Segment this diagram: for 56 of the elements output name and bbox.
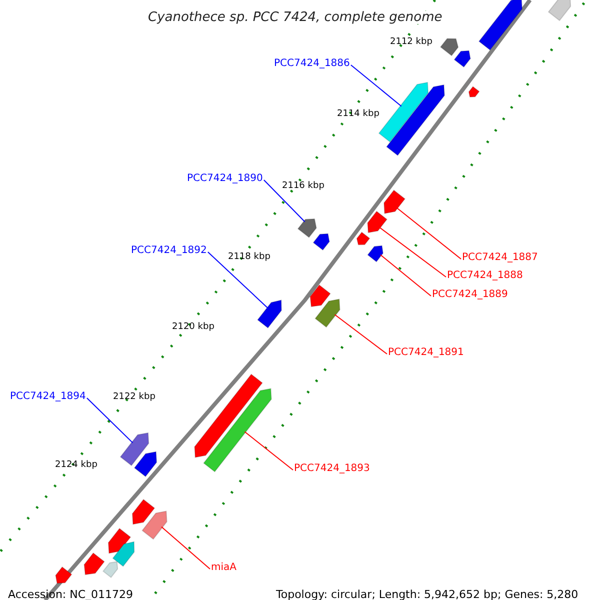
leader-line xyxy=(86,398,134,444)
gene-bar xyxy=(134,451,158,478)
gene-bar xyxy=(356,232,370,246)
gene-bar xyxy=(310,284,331,308)
scale-label: 2120 kbp xyxy=(172,323,214,332)
gene-bar xyxy=(386,84,445,156)
gene-bar xyxy=(102,561,118,578)
leader-line xyxy=(334,314,388,354)
gene-bar xyxy=(256,300,282,329)
leader-line xyxy=(244,431,294,470)
gene-label: PCC7424_1887 xyxy=(462,253,538,263)
gene-bar xyxy=(468,86,480,98)
leader-line xyxy=(380,254,432,296)
gene-bar xyxy=(203,388,272,472)
title: Cyanothece sp. PCC 7424, complete genome xyxy=(148,11,442,24)
gene-bar xyxy=(384,190,406,214)
scale-label: 2116 kbp xyxy=(282,182,324,191)
leader-line xyxy=(207,252,268,309)
gene-bar xyxy=(297,218,317,238)
gene-bar xyxy=(440,38,459,56)
gene-bar xyxy=(478,0,523,51)
scale-label: 2114 kbp xyxy=(337,110,380,119)
gene-label: PCC7424_1890 xyxy=(187,174,263,184)
gene-label: PCC7424_1891 xyxy=(388,348,464,358)
scale-label: 2118 kbp xyxy=(228,253,270,262)
gene-label: miaA xyxy=(211,563,236,573)
leader-line xyxy=(161,526,210,570)
leader-line xyxy=(396,207,462,260)
gene-bar xyxy=(454,50,471,68)
gene-bar xyxy=(548,0,572,22)
gene-bar xyxy=(108,528,132,554)
gene-bar xyxy=(194,374,263,458)
leader-line xyxy=(263,180,306,222)
genome-info-text: Topology: circular; Length: 5,942,652 bp; Genes: 5,280 xyxy=(276,589,578,600)
gene-bar xyxy=(367,245,384,262)
leader-line xyxy=(378,226,446,278)
gene-label: PCC7424_1888 xyxy=(447,271,523,281)
gene-bar xyxy=(378,82,429,143)
gene-bar xyxy=(132,498,156,525)
scale-label: 2124 kbp xyxy=(55,461,98,470)
scale-label: 2122 kbp xyxy=(113,393,156,402)
gene-bar xyxy=(367,210,388,234)
gene-bar xyxy=(112,541,135,567)
gene-bar xyxy=(312,233,330,251)
scale-label: 2112 kbp xyxy=(390,38,432,47)
gene-bar xyxy=(142,510,168,540)
gene-bar xyxy=(120,432,150,466)
gene-label: PCC7424_1893 xyxy=(294,464,370,474)
gene-label: PCC7424_1886 xyxy=(274,59,350,69)
gene-label: PCC7424_1894 xyxy=(10,392,86,402)
gene-bar xyxy=(314,298,340,328)
gene-bar xyxy=(84,552,105,576)
gene-label: PCC7424_1889 xyxy=(432,290,508,300)
gene-label: PCC7424_1892 xyxy=(131,246,207,256)
gene-bar xyxy=(55,566,72,584)
leader-line xyxy=(350,64,402,107)
